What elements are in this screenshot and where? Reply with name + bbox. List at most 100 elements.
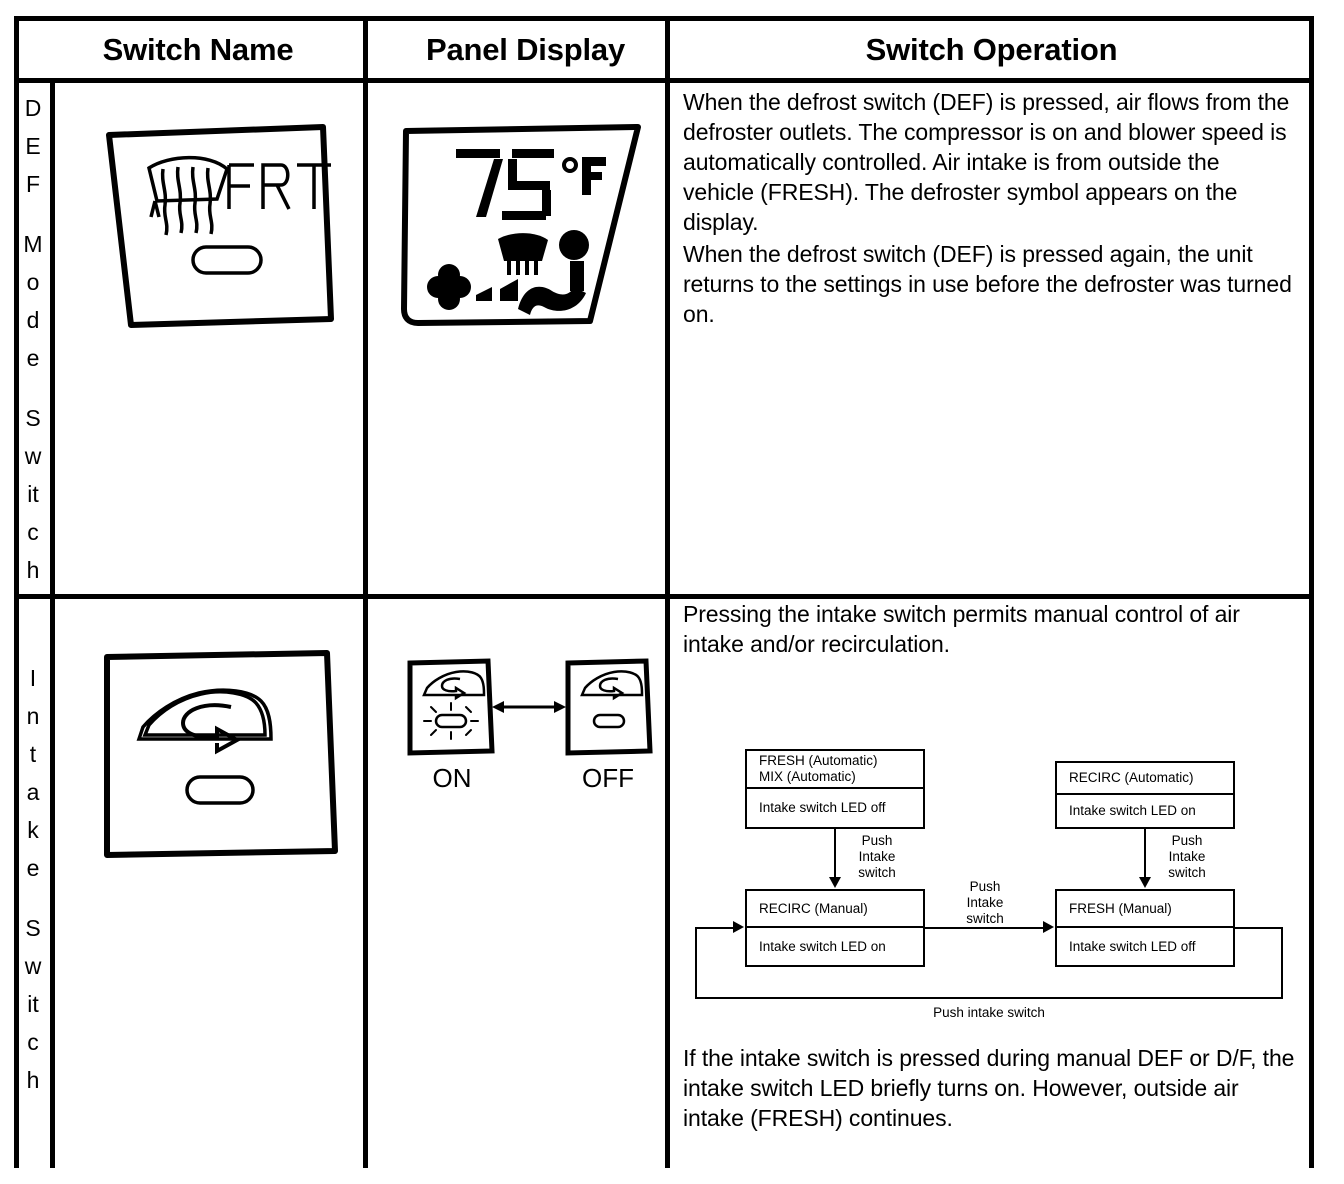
temperature-readout xyxy=(456,149,554,220)
air-recirculation-icon xyxy=(580,670,644,701)
vlabel-gap xyxy=(11,203,55,225)
vlabel-letter: t xyxy=(29,741,37,767)
vlabel-letter: D xyxy=(24,95,42,121)
def-operation-paragraph-2: When the defrost switch (DEF) is pressed… xyxy=(683,241,1292,327)
def-mode-switch-button[interactable] xyxy=(91,113,351,333)
flow-loop-left-top xyxy=(695,927,735,929)
front-defroster-icon xyxy=(147,155,230,236)
vlabel-letter: h xyxy=(26,557,40,583)
flow-arrowhead-left-down xyxy=(829,877,841,888)
def-panel-display xyxy=(394,115,654,335)
vlabel-letter: e xyxy=(26,855,40,881)
flow-arrowhead-loop xyxy=(733,921,744,933)
intake-state-off xyxy=(565,658,653,756)
flow-arrowhead-right-down xyxy=(1139,877,1151,888)
flow-box-title-line: RECIRC (Manual) xyxy=(759,900,868,916)
temperature-unit xyxy=(562,157,606,195)
flow-label-line: Intake xyxy=(966,895,1004,910)
vlabel-gap xyxy=(11,377,55,399)
column-header-panel-display: Panel Display xyxy=(426,32,625,67)
switch-operation-table: Switch Name Panel Display Switch Operati… xyxy=(14,16,1314,1168)
vlabel-letter: a xyxy=(26,779,40,805)
flow-box-status: Intake switch LED on xyxy=(759,938,886,954)
flow-loop-left xyxy=(695,927,697,997)
switch-led-indicator xyxy=(185,775,255,805)
fan-level-bars xyxy=(476,279,518,301)
frt-label xyxy=(227,163,331,210)
vlabel-letter: w xyxy=(24,443,42,469)
header-divider-1 xyxy=(363,21,368,78)
flow-label-line: switch xyxy=(1168,865,1206,880)
vlabel-letter: e xyxy=(26,345,40,371)
vlabel-letter: c xyxy=(27,519,39,545)
vlabel-letter: S xyxy=(25,915,41,941)
flow-label-line: Push xyxy=(861,833,893,848)
intake-state-off-label: OFF xyxy=(582,763,634,793)
state-transition-arrow xyxy=(492,701,566,713)
flow-label-left-down: Push Intake switch xyxy=(841,833,913,881)
flow-box-status: Intake switch LED off xyxy=(1069,938,1196,954)
flow-loop-bottom xyxy=(695,997,1283,999)
flow-box-status: Intake switch LED off xyxy=(759,800,886,815)
unlit-led-indicator xyxy=(592,713,626,729)
flow-label-right-down: Push Intake switch xyxy=(1151,833,1223,881)
air-recirculation-icon xyxy=(136,688,273,755)
flow-box-recirc-auto: RECIRC (Automatic) Intake switch LED on xyxy=(1055,761,1235,829)
intake-operation-paragraph-1: Pressing the intake switch permits manua… xyxy=(683,601,1240,657)
table-header-row: Switch Name Panel Display Switch Operati… xyxy=(19,21,1309,78)
header-divider-2 xyxy=(665,21,670,78)
defroster-icon xyxy=(498,233,548,275)
label-column-divider xyxy=(50,78,55,1168)
blower-fan-icon xyxy=(427,264,471,310)
flow-label-line: switch xyxy=(858,865,896,880)
flow-loop-right xyxy=(1281,927,1283,997)
flow-label-line: Push xyxy=(969,879,1001,894)
vlabel-gap xyxy=(11,887,55,909)
flow-box-title: RECIRC (Manual) xyxy=(747,891,923,928)
flow-box-title-line: FRESH (Manual) xyxy=(1069,900,1172,916)
row-divider xyxy=(19,594,1309,599)
flow-box-title-line: MIX (Automatic) xyxy=(759,769,856,784)
intake-state-on-label: ON xyxy=(432,763,472,793)
vlabel-letter: it xyxy=(27,991,39,1017)
flow-label-middle-right: Push Intake switch xyxy=(949,879,1021,927)
vlabel-letter: o xyxy=(26,269,40,295)
body-divider-2 xyxy=(665,78,670,1168)
vlabel-letter: I xyxy=(29,665,37,691)
column-header-switch-operation: Switch Operation xyxy=(865,32,1118,67)
flow-box-title: FRESH (Automatic) MIX (Automatic) xyxy=(747,751,923,789)
vlabel-letter: d xyxy=(26,307,40,333)
flow-box-fresh-manual: FRESH (Manual) Intake switch LED off xyxy=(1055,889,1235,967)
row-label-intake-switch: I n t a k e S w it c h xyxy=(11,659,55,1099)
vlabel-letter: F xyxy=(25,171,41,197)
switch-led-indicator xyxy=(191,245,263,275)
intake-switch-button[interactable] xyxy=(91,643,351,873)
lit-led-indicator xyxy=(423,702,479,740)
vlabel-letter: h xyxy=(26,1067,40,1093)
vlabel-letter: w xyxy=(24,953,42,979)
vlabel-letter: n xyxy=(26,703,40,729)
flow-label-line: Intake xyxy=(1168,849,1206,864)
body-divider-1 xyxy=(363,78,368,1168)
def-operation-paragraph-1: When the defrost switch (DEF) is pressed… xyxy=(683,89,1290,235)
air-recirculation-icon xyxy=(422,670,486,701)
flow-edge-middle-right xyxy=(925,927,1045,929)
flow-label-bottom-loop: Push intake switch xyxy=(889,1005,1089,1021)
flow-box-recirc-manual: RECIRC (Manual) Intake switch LED on xyxy=(745,889,925,967)
header-divider xyxy=(19,78,1309,83)
flow-label-line: Intake xyxy=(858,849,896,864)
flow-edge-right-down xyxy=(1144,829,1146,879)
flow-label-line: switch xyxy=(966,911,1004,926)
flow-box-title-line: FRESH (Automatic) xyxy=(759,753,878,768)
intake-panel-display xyxy=(404,657,654,767)
flow-loop-right-top xyxy=(1235,927,1283,929)
flow-box-status: Intake switch LED on xyxy=(1069,803,1196,818)
intake-operation-paragraph-2: If the intake switch is pressed during m… xyxy=(683,1045,1295,1131)
flow-box-title-line: RECIRC (Automatic) xyxy=(1069,770,1194,785)
vlabel-letter: E xyxy=(25,133,41,159)
flow-box-fresh-auto: FRESH (Automatic) MIX (Automatic) Intake… xyxy=(745,749,925,829)
row-label-def-mode-switch: D E F M o d e S w it c h xyxy=(11,89,55,589)
vlabel-letter: it xyxy=(27,481,39,507)
seated-person-airflow-icon xyxy=(518,230,589,315)
